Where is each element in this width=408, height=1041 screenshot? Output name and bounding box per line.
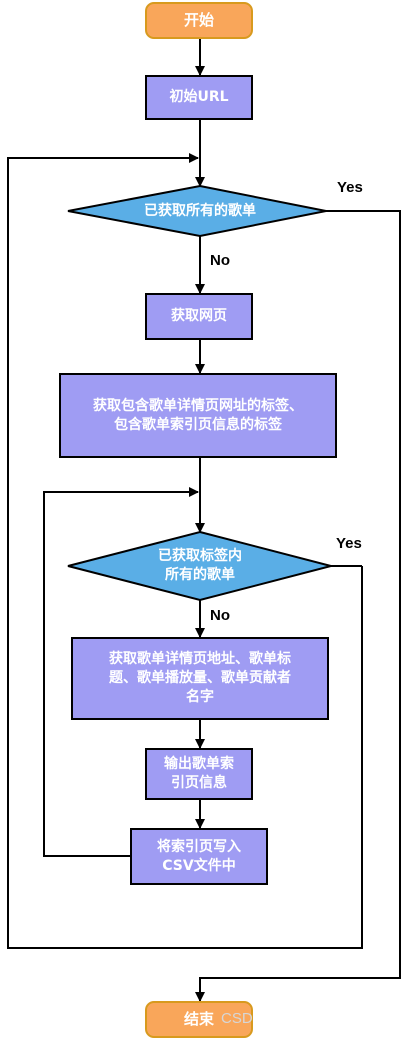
output-line2: 引页信息 [171, 775, 227, 791]
get-details-line3: 名字 [186, 689, 214, 705]
d1-yes-label: Yes [337, 179, 363, 196]
get-tags-line2: 包含歌单索引页信息的标签 [114, 416, 282, 433]
decision-tag-lists-line1: 已获取标签内 [158, 548, 242, 564]
init-url-label: 初始URL [169, 89, 229, 105]
decision-tag-lists-text: 已获取标签内 所有的歌单 [110, 545, 290, 587]
decision-tag-lists-line2: 所有的歌单 [165, 567, 235, 583]
end-terminal: 结束 [145, 1001, 253, 1038]
decision-all-lists-label: 已获取所有的歌单 [144, 202, 256, 219]
get-details-process: 获取歌单详情页地址、歌单标 题、歌单播放量、歌单贡献者 名字 [71, 637, 329, 720]
output-index-process: 输出歌单索 引页信息 [145, 748, 253, 800]
init-url-process: 初始URL [145, 75, 253, 120]
edge-inner-loop-back [43, 487, 199, 857]
get-details-line2: 题、歌单播放量、歌单贡献者 [109, 670, 291, 686]
d2-no-label: No [210, 607, 230, 624]
fetch-page-label: 获取网页 [171, 308, 227, 324]
start-label: 开始 [183, 11, 214, 29]
write-line1: 将索引页写入 [157, 838, 241, 855]
decision-all-lists-text: 已获取所有的歌单 [100, 198, 300, 224]
fetch-page-process: 获取网页 [145, 293, 253, 340]
write-csv-process: 将索引页写入 CSV文件中 [130, 828, 268, 885]
watermark: CSD [221, 1010, 253, 1027]
get-tags-process: 获取包含歌单详情页网址的标签、 包含歌单索引页信息的标签 [59, 373, 337, 458]
start-terminal: 开始 [145, 2, 253, 39]
end-label: 结束 [183, 1010, 214, 1028]
d2-yes-label: Yes [336, 535, 362, 552]
edge-outer-loop-back [7, 153, 363, 949]
edge-d1-yes-to-end [195, 210, 401, 1002]
get-tags-line1: 获取包含歌单详情页网址的标签、 [93, 397, 303, 414]
write-line2: CSV文件中 [162, 857, 236, 874]
output-line1: 输出歌单索 [164, 756, 234, 772]
get-details-line1: 获取歌单详情页地址、歌单标 [109, 651, 291, 667]
d1-no-label: No [210, 252, 230, 269]
